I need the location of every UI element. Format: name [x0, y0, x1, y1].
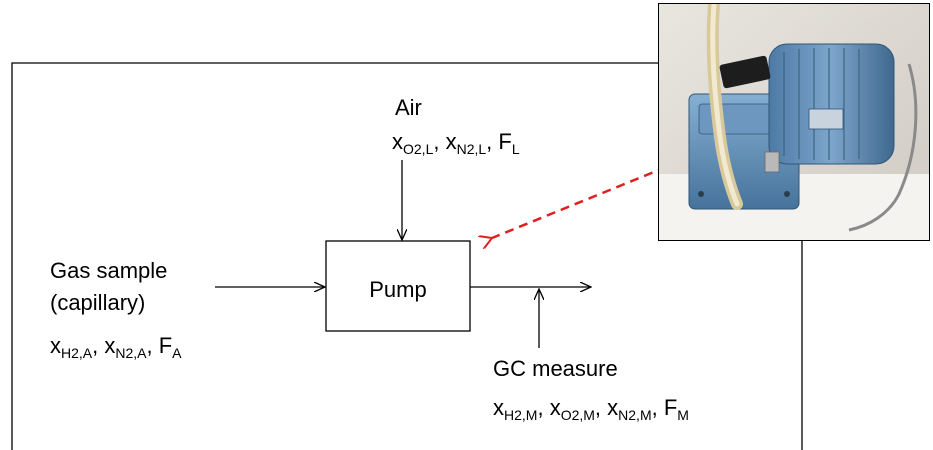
- gc-var-3: xN2,M: [607, 395, 651, 420]
- pump-illustration: [659, 4, 929, 240]
- air-variables: xO2,L, xN2,L, FL: [392, 131, 520, 156]
- gas-sample-sublabel: (capillary): [50, 292, 145, 314]
- gc-var-1: xH2,M: [493, 395, 537, 420]
- vacuum-pump-photo: [658, 3, 930, 241]
- air-var-2: xN2,L: [446, 129, 487, 154]
- gas-var-2: xN2,A: [104, 333, 146, 358]
- air-var-1: xO2,L: [392, 129, 433, 154]
- gc-var-4: FM: [664, 395, 689, 420]
- gc-var-2: xO2,M: [550, 395, 595, 420]
- gas-sample-variables: xH2,A, xN2,A, FA: [50, 335, 182, 360]
- air-var-3: FL: [498, 129, 519, 154]
- air-label: Air: [395, 97, 422, 119]
- gc-measure-label: GC measure: [493, 358, 618, 380]
- gas-sample-label: Gas sample: [50, 260, 167, 282]
- gas-var-1: xH2,A: [50, 333, 92, 358]
- gas-var-3: FA: [159, 333, 182, 358]
- pump-label: Pump: [326, 279, 470, 301]
- gc-measure-variables: xH2,M, xO2,M, xN2,M, FM: [493, 397, 689, 422]
